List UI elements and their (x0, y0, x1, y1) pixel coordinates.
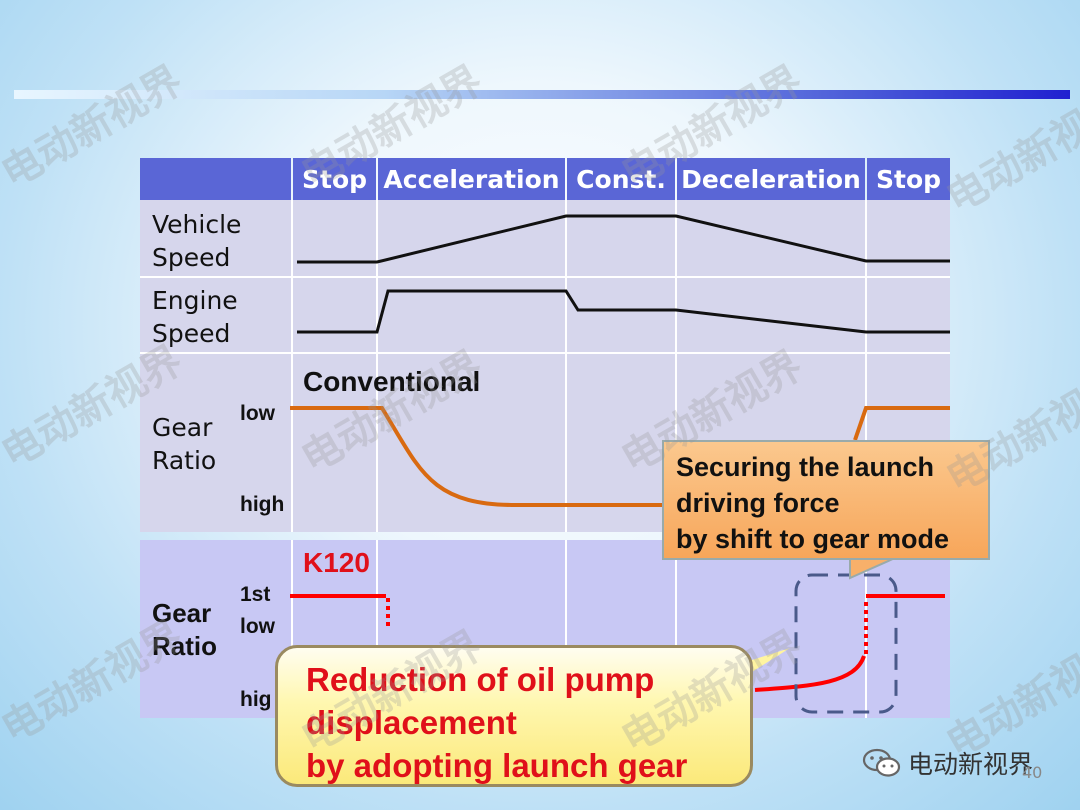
k120-low-label: low (240, 615, 275, 638)
launch-force-callout: Securing the launch driving force by shi… (662, 440, 990, 560)
conventional-title: Conventional (303, 366, 481, 397)
k120-ratio-curve (754, 655, 866, 692)
k120-title: K120 (303, 547, 370, 578)
phase-constant: Const. (567, 158, 675, 200)
pump-callout-pointer (752, 648, 790, 672)
vehicle-speed-line (297, 214, 950, 264)
phase-deceleration: Deceleration (677, 158, 865, 200)
phase-stop-end: Stop (867, 158, 950, 200)
brand-text: 电动新视界 (908, 750, 1034, 779)
oil-pump-callout: Reduction of oil pump displacement by ad… (275, 645, 753, 787)
k120-first-label: 1st (240, 583, 271, 606)
conventional-high-label: high (240, 493, 285, 516)
engine-speed-line (297, 289, 950, 334)
brand-logo: 电动新视界 (862, 745, 1033, 781)
title-accent-bar (14, 90, 1070, 99)
phase-acceleration: Acceleration (378, 158, 565, 200)
shift-highlight-box (794, 573, 898, 714)
page-number: 40 (1022, 763, 1043, 782)
phase-stop-start: Stop (293, 158, 376, 200)
conventional-gear-ratio-line (290, 406, 950, 507)
conventional-low-label: low (240, 402, 275, 425)
header-corner (140, 158, 291, 200)
k120-high-label: hig (240, 688, 272, 711)
wechat-icon (862, 748, 901, 777)
